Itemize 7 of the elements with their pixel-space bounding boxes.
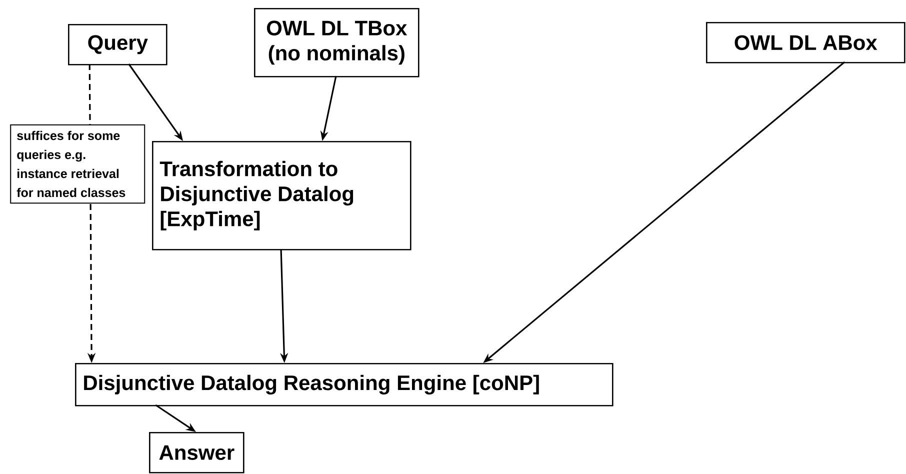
process-box: Query (68, 24, 168, 66)
process-box: Disjunctive Datalog Reasoning Engine [coNP] (75, 363, 614, 406)
edge-label: suffices for some queries e.g. instance retrieval for named classes (10, 124, 146, 204)
process-box: OWL DL ABox (706, 22, 906, 64)
process-box: Answer (149, 432, 244, 474)
process-box: Transformation to Disjunctive Datalog [ExpTime] (152, 141, 412, 250)
process-box: OWL DL TBox (no nominals) (254, 8, 420, 78)
